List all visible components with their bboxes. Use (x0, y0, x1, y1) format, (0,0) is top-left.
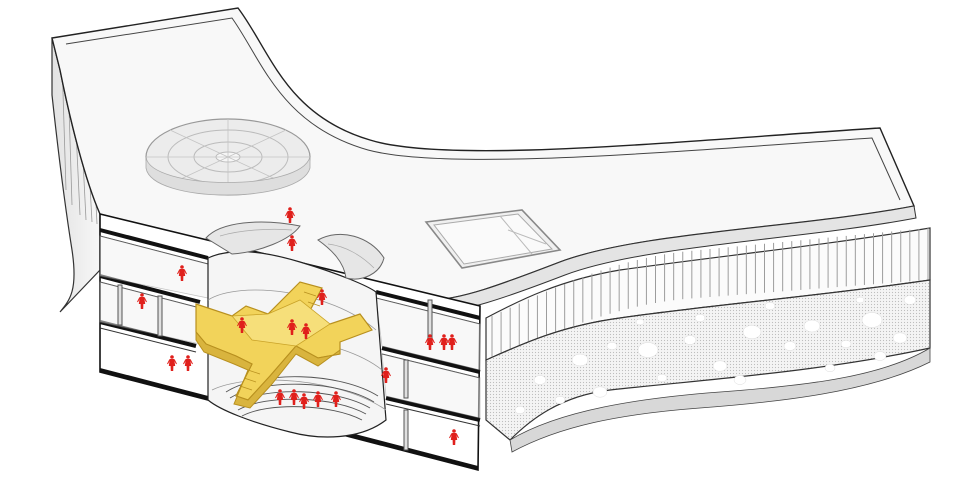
person-figure-icon (439, 334, 449, 350)
facade-dot (554, 396, 566, 404)
roof-parapet (65, 17, 901, 201)
person-figure-icon (289, 389, 299, 405)
atrium-roof-openings (205, 221, 385, 280)
person-figure-icon (177, 265, 187, 281)
facade-dot (571, 353, 589, 367)
person-figure-icon (287, 235, 297, 251)
facade-dot (592, 386, 608, 398)
person-figure-icon (287, 319, 297, 335)
facade-dot (764, 302, 776, 310)
facade-dot (903, 295, 917, 305)
facade-dot (637, 342, 659, 358)
facade-light-dots (514, 295, 917, 414)
facade-dot (606, 342, 618, 350)
facade-dot (873, 351, 887, 361)
person-figure-icon (275, 389, 285, 405)
ground-shadow (509, 347, 931, 453)
facade-dot (783, 341, 797, 351)
person-figure-icon (137, 293, 147, 309)
rectangular-roof-hatch-icon (424, 209, 562, 269)
person-figure-icon (167, 355, 177, 371)
person-figure-icon (237, 317, 247, 333)
person-figure-icon (381, 367, 391, 383)
facade-dot (855, 296, 865, 304)
facade-dot (712, 360, 728, 372)
person-figure-icon (449, 429, 459, 445)
facade-dot (683, 335, 697, 345)
round-skylight-icon (145, 118, 311, 196)
facade-dot (533, 375, 547, 385)
facade-dot (892, 332, 908, 344)
right-facade-fins (491, 228, 929, 360)
person-figure-icon (331, 391, 341, 407)
roof-edge-band (99, 205, 917, 314)
facade-dot (742, 325, 762, 339)
facade-dot (840, 340, 852, 348)
facade-dot (861, 312, 883, 328)
columns (117, 284, 433, 451)
person-figure-icon (301, 323, 311, 339)
person-figure-icon (299, 393, 309, 409)
facade-dot (656, 374, 668, 382)
facade-dot (514, 406, 526, 414)
person-figure-icon (425, 334, 435, 350)
person-figure-icon (183, 355, 193, 371)
facade-dot (824, 364, 836, 372)
facade-dot (694, 314, 706, 322)
person-figure-icon (317, 289, 327, 305)
facade-dot (733, 375, 747, 385)
person-figure-icon (285, 207, 295, 223)
people-figures (137, 207, 459, 445)
facade-dot (803, 319, 821, 333)
person-figure-icon (313, 391, 323, 407)
facade-dot (635, 318, 645, 326)
person-figure-icon (447, 334, 457, 350)
